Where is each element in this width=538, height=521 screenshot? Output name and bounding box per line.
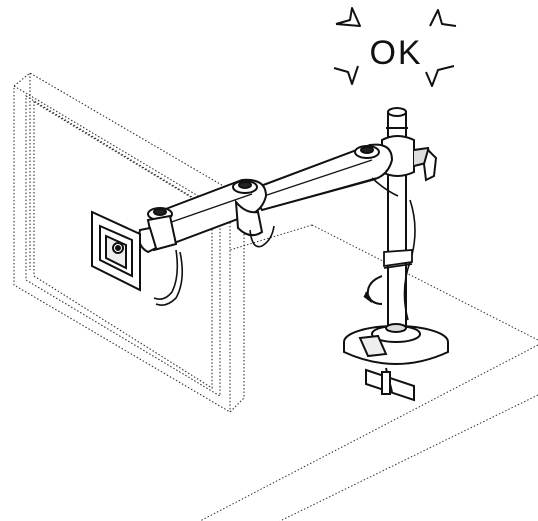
tilt-head — [138, 207, 178, 254]
arm-segment-upper — [248, 143, 394, 212]
rotate-arrow-icon — [363, 275, 383, 305]
desk-clamp-base — [343, 323, 449, 402]
cable-clip — [383, 249, 413, 269]
vesa-plate — [91, 210, 141, 292]
ok-label: OK — [369, 34, 422, 72]
starburst-icon — [333, 7, 457, 87]
arm-segment-lower — [148, 178, 268, 248]
